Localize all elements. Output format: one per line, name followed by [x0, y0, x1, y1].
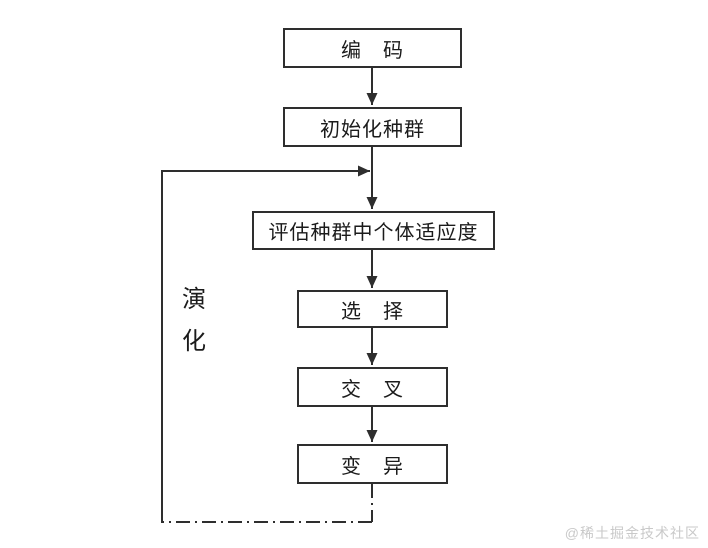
flowchart-node-crossover: 交 叉 — [297, 367, 448, 407]
flowchart-node-encode: 编 码 — [283, 28, 462, 68]
flowchart-node-evaluate-fitness: 评估种群中个体适应度 — [252, 211, 495, 250]
loop-label-evolution: 演 化 — [180, 288, 208, 354]
node-label-mutation: 变 异 — [341, 455, 404, 478]
node-label-encode: 编 码 — [341, 39, 404, 62]
flowchart-node-init-population: 初始化种群 — [283, 107, 462, 147]
loop-label-char-1: 演 — [182, 287, 206, 313]
node-label-selection: 选 择 — [341, 300, 404, 323]
node-label-evaluate-fitness: 评估种群中个体适应度 — [268, 222, 479, 244]
flowchart-node-mutation: 变 异 — [297, 444, 448, 484]
node-label-init-population: 初始化种群 — [320, 118, 425, 141]
node-label-crossover: 交 叉 — [341, 378, 404, 401]
watermark-text: @稀土掘金技术社区 — [564, 525, 700, 541]
flowchart-node-selection: 选 择 — [297, 290, 448, 328]
loop-label-char-2: 化 — [182, 329, 206, 355]
